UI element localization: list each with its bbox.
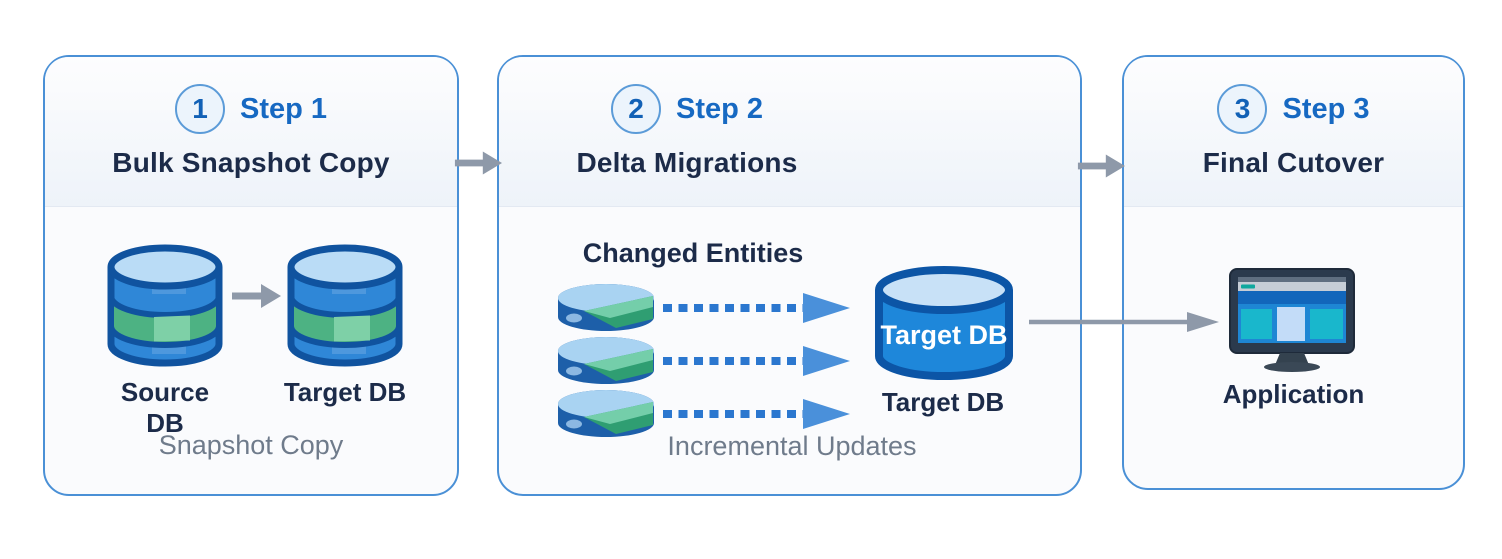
application-label: Application [1222, 379, 1365, 409]
step-3-panel: 3 Step 3 Final Cutover Application [1122, 55, 1465, 490]
step1-to-step2-arrow-icon [453, 150, 503, 176]
step-1-panel: 1 Step 1 Bulk Snapshot Copy Source DB Ta… [43, 55, 459, 496]
changed-entity-disk-icon [554, 334, 658, 388]
target-database-icon [282, 240, 408, 374]
step-3-label: Step 3 [1282, 92, 1370, 125]
targetdb-to-application-arrow-icon [1029, 312, 1219, 332]
source-db-label: Source DB [120, 377, 210, 438]
arrow-right-icon [230, 283, 282, 309]
step-1-label: Step 1 [239, 92, 328, 125]
step-1-caption: Snapshot Copy [158, 430, 344, 460]
dotted-arrow-icon [659, 291, 852, 325]
monitor-icon [1229, 268, 1355, 372]
target-db-label: Target DB [881, 387, 1005, 417]
step-2-header: 2 Step 2 Delta Migrations [499, 57, 1080, 207]
step-1-number-badge: 1 [174, 84, 225, 134]
step-2-number-badge: 2 [610, 84, 661, 134]
step-2-label: Step 2 [675, 92, 764, 125]
step-1-badge-row: 1 Step 1 [174, 84, 328, 134]
target-db-cylinder-icon: Target DB [875, 266, 1013, 380]
step-2-badge-row: 2 Step 2 [610, 84, 764, 134]
dotted-arrow-icon [659, 344, 852, 378]
step-3-number-badge: 3 [1217, 84, 1268, 134]
step-3-header: 3 Step 3 Final Cutover [1124, 57, 1463, 207]
step-2-caption: Incremental Updates [667, 431, 917, 461]
target-db-label: Target DB [283, 377, 407, 407]
step-1-title: Bulk Snapshot Copy [112, 147, 390, 178]
step-2-title: Delta Migrations [576, 147, 798, 178]
step-2-panel: 2 Step 2 Delta Migrations Changed Entiti… [497, 55, 1082, 496]
step-1-header: 1 Step 1 Bulk Snapshot Copy [45, 57, 457, 207]
changed-entities-label: Changed Entities [582, 238, 804, 268]
target-db-cylinder-text: Target DB [880, 320, 1007, 350]
source-database-icon [102, 240, 228, 374]
step2-to-step3-arrow-icon [1076, 153, 1126, 179]
dotted-arrow-icon [659, 397, 852, 431]
step-3-title: Final Cutover [1202, 147, 1385, 178]
changed-entity-disk-icon [554, 281, 658, 335]
step-3-badge-row: 3 Step 3 [1217, 84, 1370, 134]
